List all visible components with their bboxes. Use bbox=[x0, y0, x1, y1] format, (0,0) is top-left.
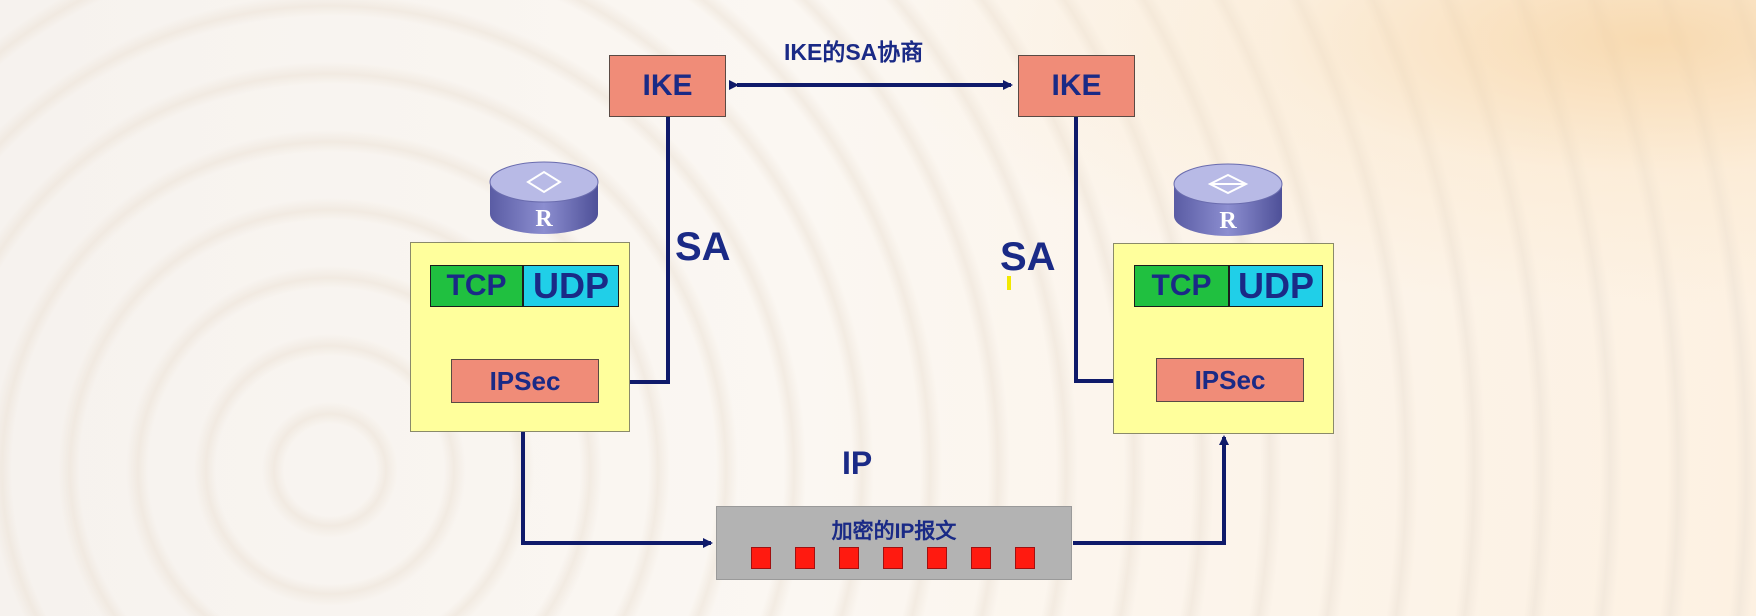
packet-block bbox=[883, 547, 903, 569]
packet-block bbox=[839, 547, 859, 569]
ip-label: IP bbox=[842, 445, 873, 481]
left-ipsec-box: IPSec bbox=[451, 359, 599, 403]
left-tcp-box: TCP bbox=[430, 265, 523, 307]
right-router-icon: R bbox=[1173, 163, 1283, 236]
packet-block bbox=[795, 547, 815, 569]
right-router-label: R bbox=[1219, 208, 1237, 234]
text-cursor bbox=[1007, 276, 1011, 290]
packet-block bbox=[927, 547, 947, 569]
right-tcp-box: TCP bbox=[1134, 265, 1229, 307]
right-sa-label: SA bbox=[1000, 235, 1056, 279]
left-to-packet-arrow bbox=[521, 432, 713, 548]
packet-block bbox=[1015, 547, 1035, 569]
packet-to-right-arrow bbox=[1073, 435, 1229, 545]
left-router-icon: R bbox=[489, 161, 599, 234]
packet-block bbox=[971, 547, 991, 569]
right-ipsec-box: IPSec bbox=[1156, 358, 1304, 402]
packet-block bbox=[751, 547, 771, 569]
left-ike-box: IKE bbox=[609, 55, 726, 117]
encrypted-packet: 加密的IP报文 bbox=[716, 506, 1072, 580]
left-router-label: R bbox=[535, 206, 553, 232]
diagram-title: IKE的SA协商 bbox=[784, 39, 924, 65]
left-sa-label: SA bbox=[675, 225, 731, 269]
right-ike-box: IKE bbox=[1018, 55, 1135, 117]
packet-label: 加密的IP报文 bbox=[831, 520, 957, 543]
left-udp-box: UDP bbox=[523, 265, 619, 307]
right-udp-box: UDP bbox=[1229, 265, 1323, 307]
